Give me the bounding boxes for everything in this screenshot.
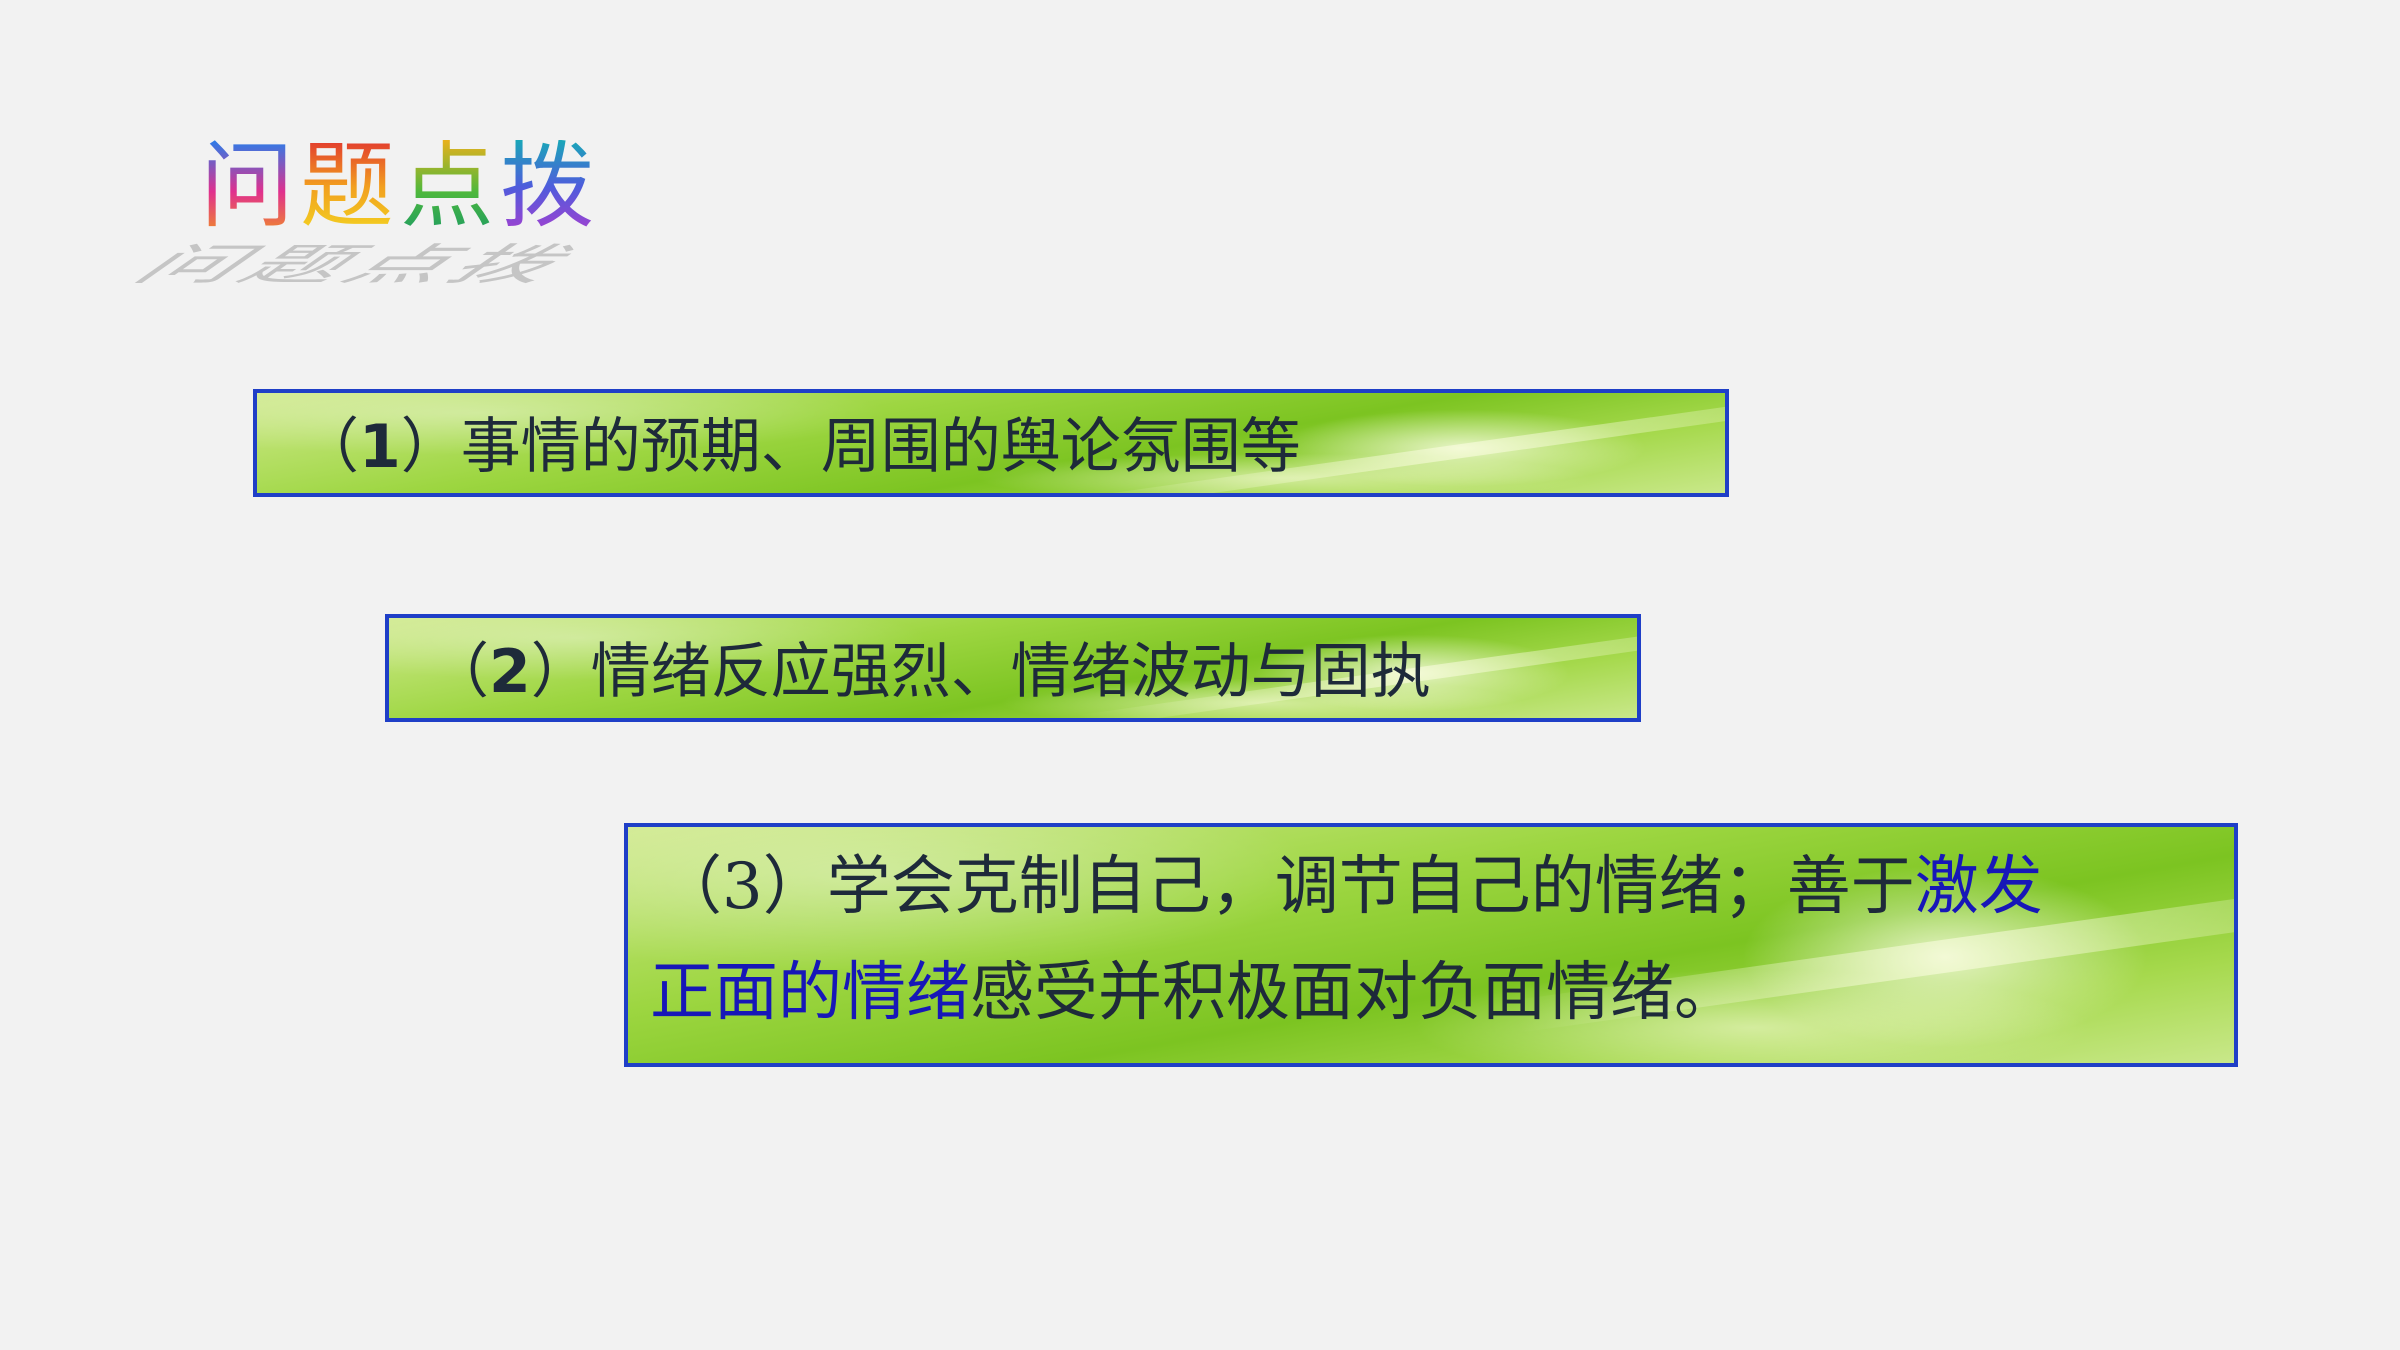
point-content: 情绪反应强烈、情绪波动与固执	[590, 637, 1431, 707]
title-char: 拨	[500, 132, 601, 241]
title-char: 点	[400, 132, 501, 241]
point-prefix: （3）	[658, 850, 827, 924]
page-title: 问题点拨	[200, 140, 600, 234]
point-number: 1	[359, 412, 401, 482]
point-box-3: （3）学会克制自己，调节自己的情绪；善于激发 正面的情绪感受并积极面对负面情绪。	[624, 823, 2238, 1067]
point-text-2: （2）情绪反应强烈、情绪波动与固执	[429, 637, 1431, 707]
title-wordart: 问题点拨 问题点拨	[116, 140, 604, 290]
point-text-3-line-2: 正面的情绪感受并积极面对负面情绪。	[650, 957, 1738, 1029]
title-char: 问	[200, 132, 301, 241]
point-content: 事情的预期、周围的舆论氛围等	[460, 412, 1301, 482]
point-content: 感受并积极面对负面情绪。	[970, 956, 1738, 1030]
title-char: 题	[300, 132, 401, 241]
highlighted-text: 正面的情绪	[650, 956, 970, 1030]
point-box-1: （1）事情的预期、周围的舆论氛围等	[253, 389, 1729, 497]
point-box-2: （2）情绪反应强烈、情绪波动与固执	[385, 614, 1641, 722]
highlighted-text: 激发	[1914, 850, 2043, 924]
point-text-1: （1）事情的预期、周围的舆论氛围等	[299, 412, 1301, 482]
point-content: 学会克制自己，调节自己的情绪；善于	[826, 850, 1915, 924]
point-number: 2	[489, 637, 531, 707]
point-text-3-line-1: （3）学会克制自己，调节自己的情绪；善于激发	[658, 851, 2043, 923]
